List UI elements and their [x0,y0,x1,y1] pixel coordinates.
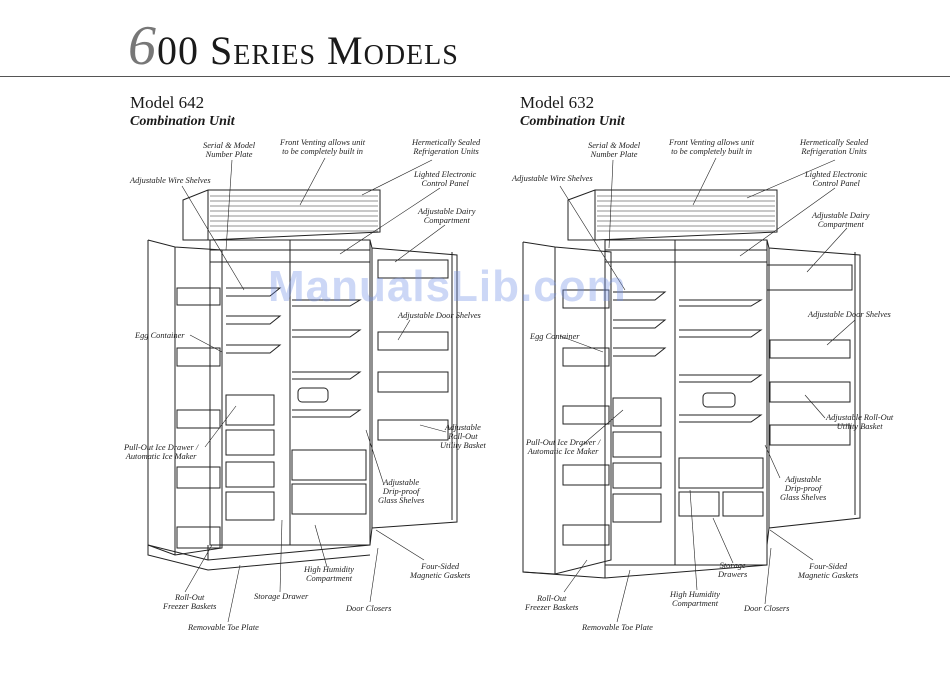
model-632-diagram [522,157,861,623]
label-642-utility: Adjustable Roll-Out Utility Basket [440,423,486,450]
label-642-venting: Front Venting allows unit to be complete… [280,138,366,156]
label-642-egg: Egg Container [135,331,185,340]
label-632-glass: Adjustable Drip-proof Glass Shelves [780,475,827,502]
model-642-subtitle: Combination Unit [130,114,235,129]
model-642-name: Model 642 [130,93,205,112]
label-642-serial: Serial & Model Number Plate [203,141,256,159]
label-632-toe: Removable Toe Plate [582,623,653,632]
title-initial: 6 [128,15,157,77]
label-632-dairy: Adjustable Dairy Compartment [812,211,870,229]
label-642-sealed: Hermetically Sealed Refrigeration Units [412,138,481,156]
label-632-egg: Egg Container [530,332,580,341]
label-642-icemaker: Pull-Out Ice Drawer / Automatic Ice Make… [124,443,199,461]
label-642-glass: Adjustable Drip-proof Glass Shelves [378,478,425,505]
title-text: 00 Series Models [157,28,459,73]
label-632-wire-shelves: Adjustable Wire Shelves [512,174,593,183]
label-642-door-shelves: Adjustable Door Shelves [398,311,481,320]
label-632-icemaker: Pull-Out Ice Drawer / Automatic Ice Make… [526,438,601,456]
model-632-subtitle: Combination Unit [520,114,625,129]
label-632-door-shelves: Adjustable Door Shelves [808,310,891,319]
model-632-name: Model 632 [520,93,595,112]
label-642-freezer: Roll-Out Freezer Baskets [163,593,217,611]
label-632-freezer: Roll-Out Freezer Baskets [525,594,579,612]
model-642-diagram [147,157,458,623]
label-632-gaskets: Four-Sided Magnetic Gaskets [798,562,859,580]
label-632-control: Lighted Electronic Control Panel [805,170,868,188]
label-632-closers: Door Closers [744,604,790,613]
label-642-storage: Storage Drawer [254,592,309,601]
watermark: ManualsLib.com [268,262,627,311]
title-rule [0,76,950,77]
label-632-storage: Storage Drawers [718,561,748,579]
label-642-gaskets: Four-Sided Magnetic Gaskets [410,562,471,580]
label-632-sealed: Hermetically Sealed Refrigeration Units [800,138,869,156]
page-title: 600 Series Models [128,14,459,78]
label-642-toe: Removable Toe Plate [188,623,259,632]
label-642-control: Lighted Electronic Control Panel [414,170,477,188]
label-632-venting: Front Venting allows unit to be complete… [669,138,755,156]
label-632-utility: Adjustable Roll-Out Utility Basket [826,413,894,431]
label-632-humidity: High Humidity Compartment [670,590,721,608]
label-642-wire-shelves: Adjustable Wire Shelves [130,176,211,185]
label-632-serial: Serial & Model Number Plate [588,141,641,159]
label-642-humidity: High Humidity Compartment [304,565,355,583]
label-642-closers: Door Closers [346,604,392,613]
label-642-dairy: Adjustable Dairy Compartment [418,207,476,225]
